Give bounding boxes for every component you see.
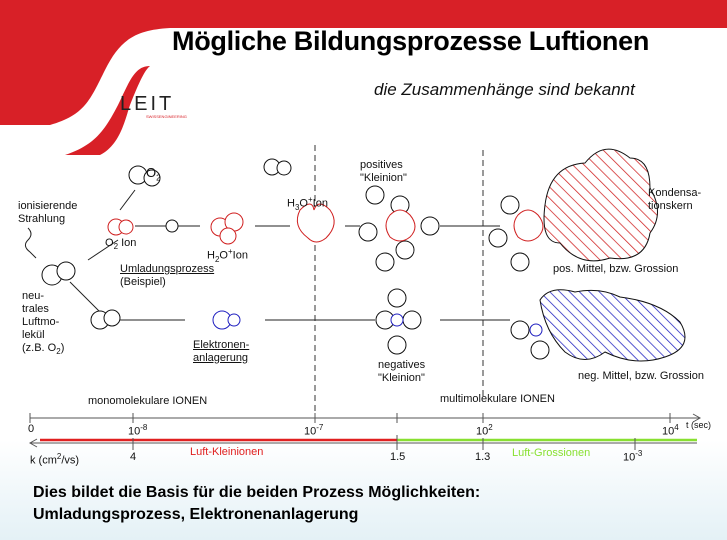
multi-ionen-label: multimolekulare IONEN <box>440 393 555 405</box>
t-tick-3: 102 <box>476 423 493 438</box>
molecules <box>41 148 686 362</box>
page-title: Mögliche Bildungsprozesse Luftionen <box>172 26 650 56</box>
grossionen-label: Luft-Grossionen <box>512 447 591 459</box>
kleinionen-label: Luft-Kleinionen <box>190 446 264 458</box>
h3o-ion-label: H3O+Ion <box>287 195 328 212</box>
footer-line-2: Umladungsprozess, Elektronenanlagerung <box>33 506 359 523</box>
t-tick-4: 104 <box>662 423 679 438</box>
k-axis <box>28 435 697 450</box>
negative-kleinion-label: negatives"Kleinion" <box>378 359 426 384</box>
o2-label: O2 <box>146 165 161 183</box>
t-axis-unit: t (sec) <box>686 420 712 430</box>
o2-ion-label: O2 Ion <box>105 237 137 252</box>
svg-text:LEIT: LEIT <box>120 93 174 115</box>
time-axis <box>29 413 702 423</box>
footer-line-1: Dies bildet die Basis für die beiden Pro… <box>33 484 481 501</box>
k-tick-4: 4 <box>130 451 137 463</box>
umladung-label: Umladungsprozess(Beispiel) <box>120 263 215 288</box>
t-tick-0: 0 <box>28 423 35 435</box>
page-subtitle: die Zusammenhänge sind bekannt <box>374 80 635 99</box>
header-band <box>0 0 727 155</box>
pos-grossion-label: pos. Mittel, bzw. Grossion <box>553 263 679 275</box>
dividers <box>314 145 484 420</box>
logo: LEIT SWISSENGINEERING <box>120 93 187 119</box>
k-axis-label: k (cm2/vs) <box>30 452 80 467</box>
arrows <box>24 189 510 321</box>
k-tick-1-3: 1.3 <box>475 451 491 463</box>
h2o-ion-label: H2O+Ion <box>207 247 248 264</box>
t-tick-1: 10-8 <box>128 423 148 438</box>
elektronenanlagerung-label: Elektronen-anlagerung <box>193 339 250 364</box>
mono-ionen-label: monomolekulare IONEN <box>88 395 208 407</box>
neg-grossion-label: neg. Mittel, bzw. Grossion <box>578 370 704 382</box>
kondensationskern-label: Kondensa-tionskern <box>648 187 702 212</box>
t-tick-2: 10-7 <box>304 423 324 438</box>
k-tick-10-3: 10-3 <box>623 449 643 464</box>
k-tick-1-5: 1.5 <box>390 451 406 463</box>
svg-text:SWISSENGINEERING: SWISSENGINEERING <box>146 114 187 119</box>
positive-kleinion-label: positives"Kleinion" <box>360 159 407 184</box>
